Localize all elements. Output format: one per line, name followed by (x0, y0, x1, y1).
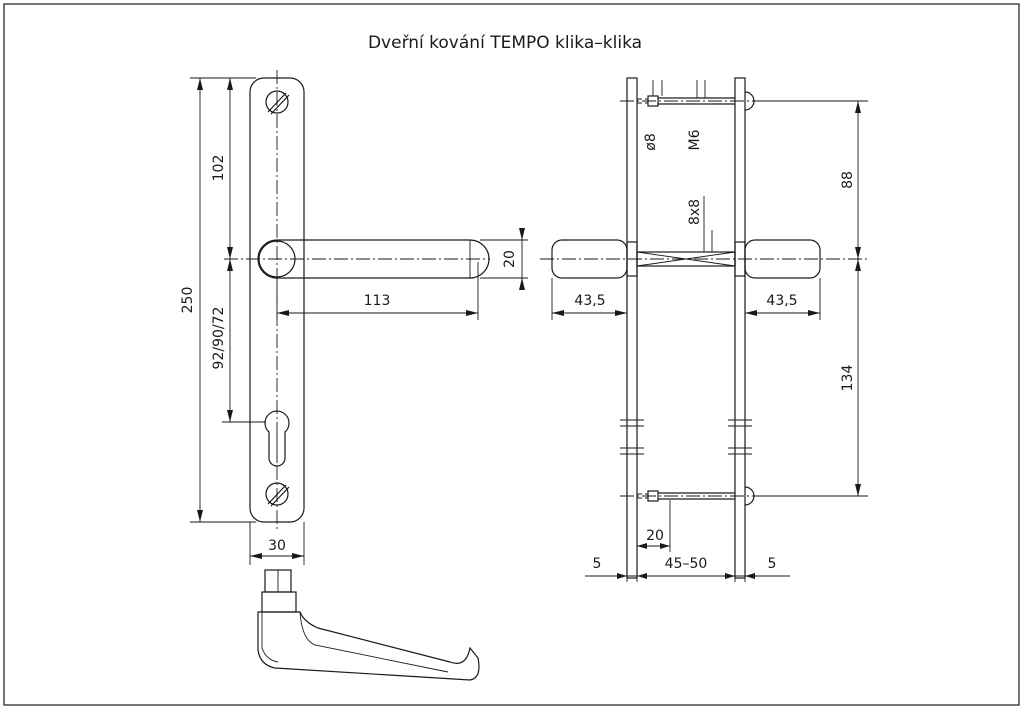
dim-lower-spacing: 134 (840, 365, 856, 392)
dim-upper-spacing: 88 (840, 171, 856, 189)
dim-left-rose: 43,5 (574, 293, 605, 309)
dim-total-height: 250 (180, 287, 196, 314)
dim-handle-length: 113 (364, 293, 391, 309)
front-view: 250 102 92/90/72 113 20 30 (180, 70, 528, 565)
dim-right-rose: 43,5 (766, 293, 797, 309)
dim-bolt-offset: 20 (646, 528, 664, 544)
dim-handle-thickness: 20 (502, 250, 518, 268)
dim-plate-width: 30 (268, 538, 286, 554)
bottom-screw-icon (265, 482, 290, 507)
lower-screw (620, 486, 760, 506)
dim-upper: 102 (211, 155, 227, 182)
left-plate (626, 77, 638, 579)
drawing-frame (3, 3, 1020, 706)
side-view: ø8 M6 8x8 88 134 43,5 43,5 (540, 77, 870, 582)
drawing-title: Dveřní kování TEMPO klika–klika (368, 33, 642, 53)
dim-screw: M6 (687, 129, 703, 150)
dim-hole-diameter: ø8 (643, 133, 659, 150)
dim-plate-right: 5 (768, 556, 777, 572)
right-plate (734, 77, 746, 579)
dim-plate-left: 5 (593, 556, 602, 572)
top-screw-icon (265, 90, 290, 115)
cylinder-keyhole (264, 410, 290, 467)
dim-square-spindle: 8x8 (687, 199, 703, 225)
dim-door-thickness: 45–50 (665, 556, 708, 572)
dim-lower: 92/90/72 (211, 307, 227, 370)
upper-screw (620, 91, 760, 111)
lever-3d-sketch (257, 569, 480, 681)
